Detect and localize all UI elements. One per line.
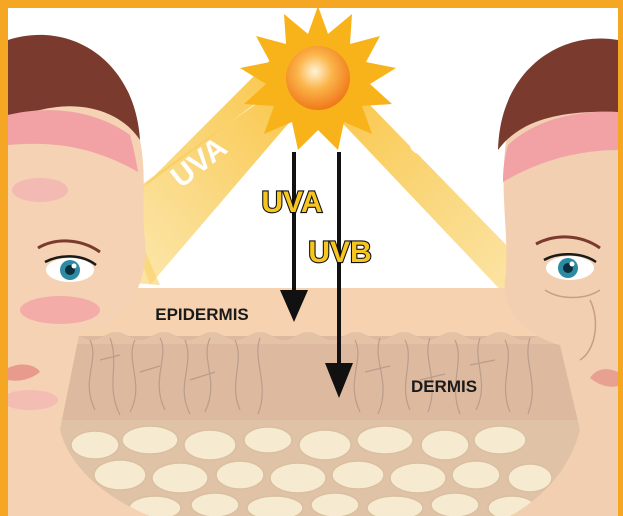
dermis-layer: [8, 336, 618, 426]
dermis-label: DERMIS: [411, 377, 477, 396]
epidermis-label: EPIDERMIS: [155, 305, 249, 324]
uva-arrow-label: UVA: [261, 186, 322, 219]
uvb-arrow-label: UVB: [308, 236, 371, 269]
